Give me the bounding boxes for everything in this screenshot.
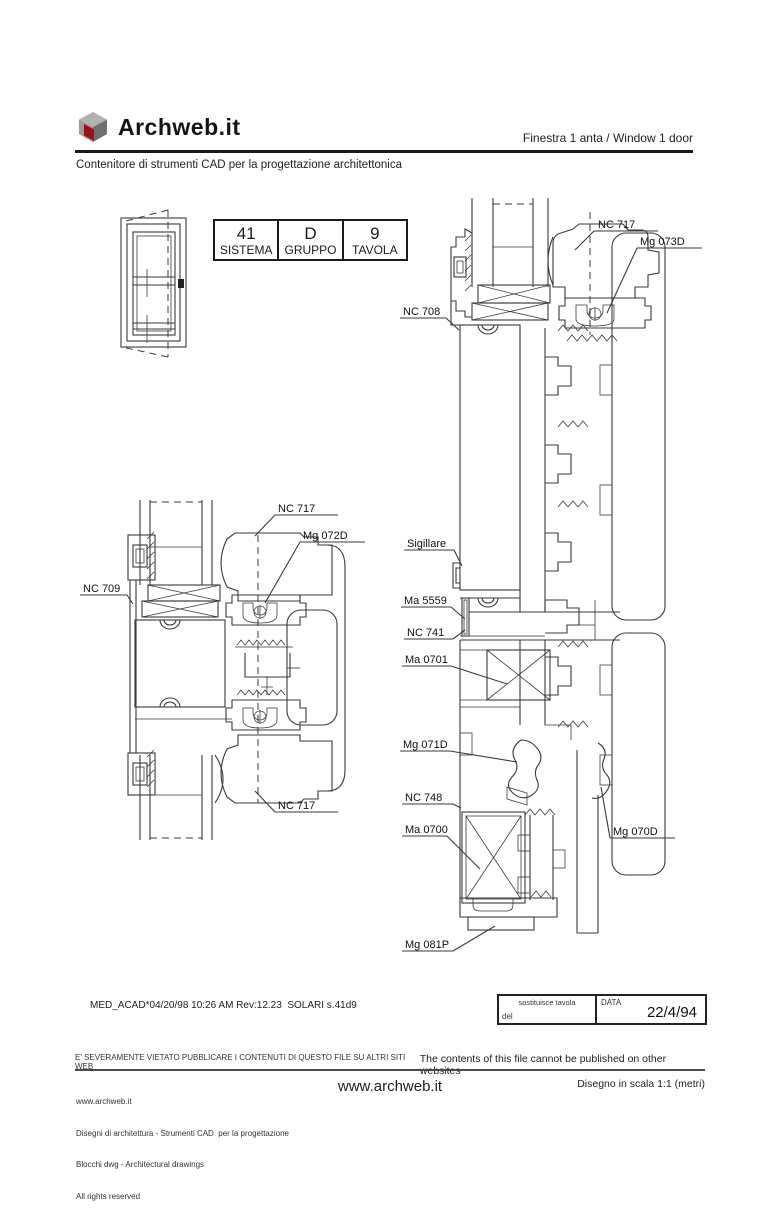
footer-site-center-link[interactable]: www.archweb.it [337,1078,443,1095]
svg-text:NC 717: NC 717 [278,503,315,515]
svg-text:NC 741: NC 741 [407,627,444,639]
archweb-cube-logo-icon [79,112,107,142]
svg-text:Mg 072D: Mg 072D [303,530,348,542]
label-right-ma5559: Ma 5559 [401,595,466,620]
label-left-nc717-bottom: NC 717 [254,790,338,813]
svg-text:Ma 0700: Ma 0700 [405,824,448,836]
file-revision-info: MED_ACAD*04/20/98 10:26 AM Rev:12.23 SOL… [90,1000,357,1011]
replaces-label: sostituisce tavola [518,998,576,1007]
svg-text:Ma 0701: Ma 0701 [405,654,448,666]
section-right-profile: NC 717 Mg 073D NC 708 Sigillare Ma 5559 … [400,198,702,952]
label-right-mg070d: Mg 070D [600,786,675,839]
title-block: 41 SISTEMA D GRUPPO 9 TAVOLA [213,219,408,261]
del-label: del [502,1012,513,1021]
document-title: Finestra 1 anta / Window 1 door [522,131,693,145]
svg-text:NC 708: NC 708 [403,306,440,318]
gruppo-value: D [304,223,317,243]
brand-name: Archweb.it [118,113,241,140]
stamp-date-cell: DATA 22/4/94 [597,996,705,1023]
label-right-nc717: NC 717 [574,219,658,251]
label-right-nc748: NC 748 [402,792,462,809]
label-right-ma0700: Ma 0700 [402,824,481,870]
label-right-mg073d: Mg 073D [606,236,702,314]
warning-italian: E' SEVERAMENTE VIETATO PUBBLICARE I CONT… [75,1053,406,1071]
svg-text:Sigillare: Sigillare [407,538,446,550]
label-right-mg071d: Mg 071D [400,739,518,763]
header-rule [75,150,693,153]
section-left-profile: NC 717 Mg 072D NC 709 NC 717 [80,500,365,840]
gruppo-label: GRUPPO [284,242,337,257]
footer-line-rights: All rights reserved [76,1191,141,1201]
stamp-replaces-cell: sostituisce tavola del [499,996,597,1023]
label-left-nc717-top: NC 717 [254,503,338,537]
section-drawing: NC 717 Mg 072D NC 709 NC 717 [80,198,702,952]
title-block-sistema: 41 SISTEMA [215,221,280,259]
svg-text:NC 717: NC 717 [598,219,635,231]
tavola-label: TAVOLA [352,242,398,257]
sistema-label: SISTEMA [219,242,273,257]
label-right-nc708: NC 708 [400,306,460,331]
footer-info-block: www.archweb.it Disegni di architettura -… [76,1076,289,1213]
footer-line-disegni: Disegni di architettura - Strumenti CAD … [76,1128,289,1138]
title-block-tavola: 9 TAVOLA [344,221,406,259]
date-value: 22/4/94 [646,1004,697,1021]
sistema-value: 41 [236,223,256,243]
svg-text:NC 709: NC 709 [83,583,120,595]
site-tagline: Contenitore di strumenti CAD per la prog… [76,159,403,171]
copyright-warning-row: E' SEVERAMENTE VIETATO PUBBLICARE I CONT… [75,1053,705,1077]
svg-text:NC 748: NC 748 [405,792,442,804]
date-label: DATA [601,998,622,1007]
tavola-value: 9 [370,223,380,243]
svg-text:Ma 5559: Ma 5559 [404,595,447,607]
label-right-nc741: NC 741 [404,627,466,640]
footer-site-link[interactable]: www.archweb.it [76,1097,132,1106]
warning-english: The contents of this file cannot be publ… [419,1053,667,1077]
label-left-nc709: NC 709 [80,583,134,605]
footer-line-blocchi: Blocchi dwg - Architectural drawings [76,1160,205,1169]
window-handle [178,279,184,288]
revision-stamp-table: sostituisce tavola del DATA 22/4/94 [497,994,707,1025]
svg-text:Mg 073D: Mg 073D [640,236,685,248]
svg-text:Mg 070D: Mg 070D [613,826,658,838]
footer-divider [75,1069,705,1071]
svg-text:Mg 081P: Mg 081P [405,939,449,951]
label-right-sigillare: Sigillare [404,538,463,567]
brand[interactable]: Archweb.it [78,111,241,143]
label-right-mg081p: Mg 081P [402,925,496,952]
title-block-gruppo: D GRUPPO [279,221,344,259]
label-left-mg072d: Mg 072D [264,530,365,604]
window-elevation-thumbnail [120,209,187,358]
svg-text:NC 717: NC 717 [278,800,315,812]
scale-note: Disegno in scala 1:1 (metri) [577,1078,705,1090]
label-right-ma0701: Ma 0701 [402,654,508,685]
svg-text:Mg 071D: Mg 071D [403,739,448,751]
